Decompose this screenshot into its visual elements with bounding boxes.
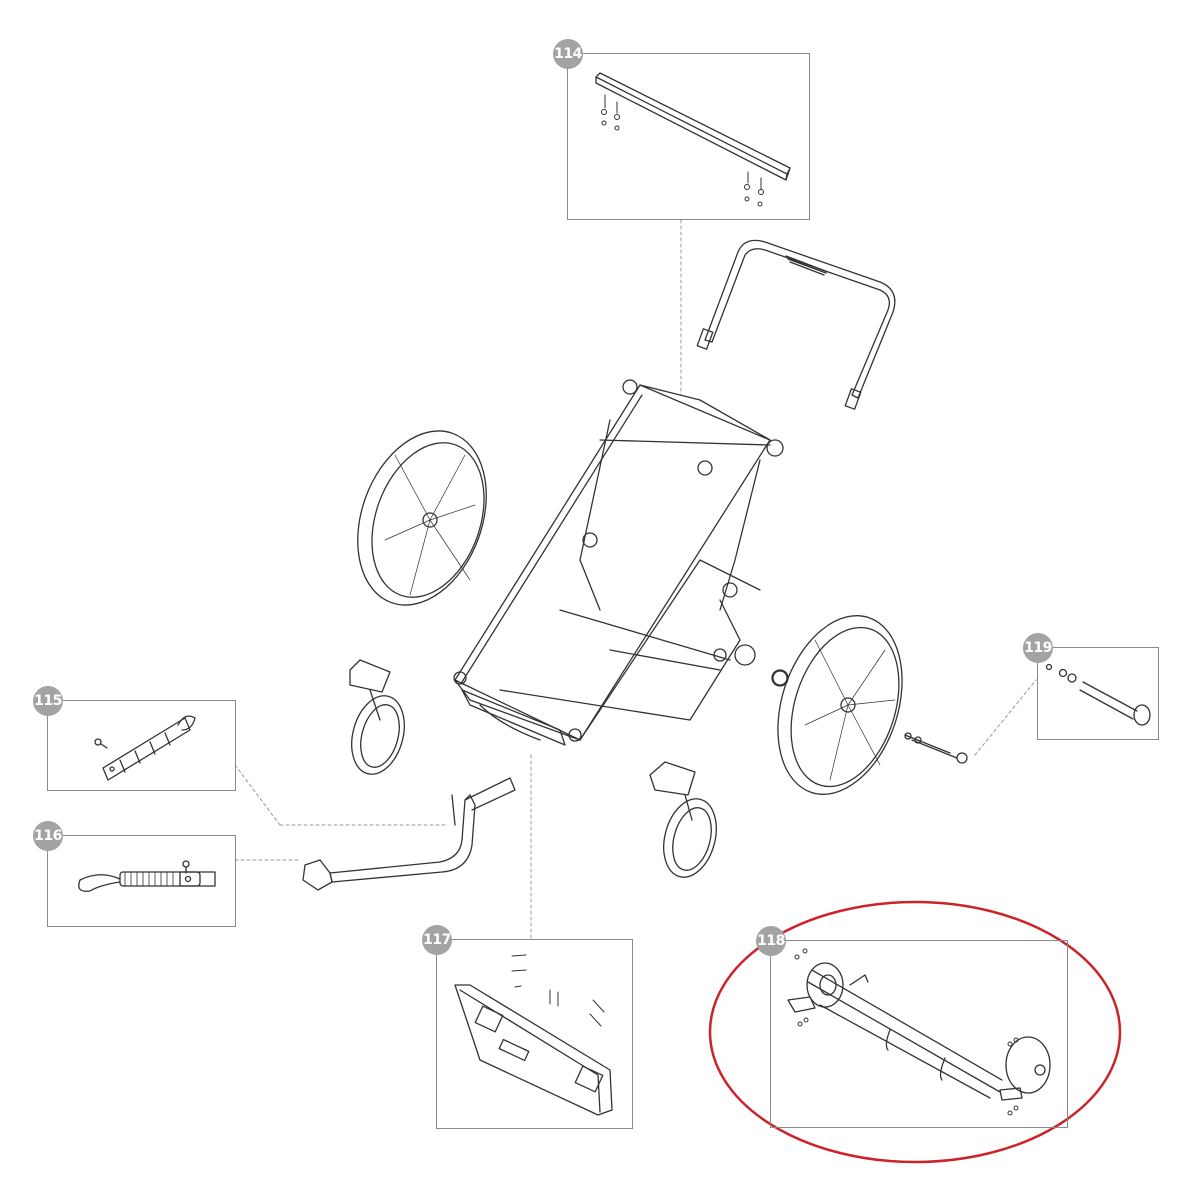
part-box-119 [1037,647,1159,740]
frame [453,379,789,746]
part-119-pin [1045,663,1151,726]
part-box-118 [770,940,1068,1128]
part-116-strap [78,860,216,892]
part-badge-118: 118 [756,926,786,956]
part-badge-115: 115 [33,686,63,716]
part-117-bumper [454,954,613,1116]
part-badge-116: 116 [33,821,63,851]
part-115-strap [94,715,196,781]
part-box-116 [47,835,236,927]
tow-arm [302,777,516,891]
part-box-115 [47,700,236,791]
part-badge-117: 117 [422,925,452,955]
part-box-114 [567,53,810,220]
front-wheel-left [349,659,405,775]
highlight-ellipse [708,900,1122,1164]
part-badge-114: 114 [553,39,583,69]
leader-lines [234,219,1037,939]
part-box-117 [436,939,633,1129]
part-118-axle [787,948,1051,1116]
part-badge-119: 119 [1023,633,1053,663]
left-rear-wheel [357,430,487,606]
part-114-crossbar [595,72,791,207]
right-rear-wheel [772,615,968,795]
push-bar [696,239,896,410]
front-wheel-right [649,761,717,878]
